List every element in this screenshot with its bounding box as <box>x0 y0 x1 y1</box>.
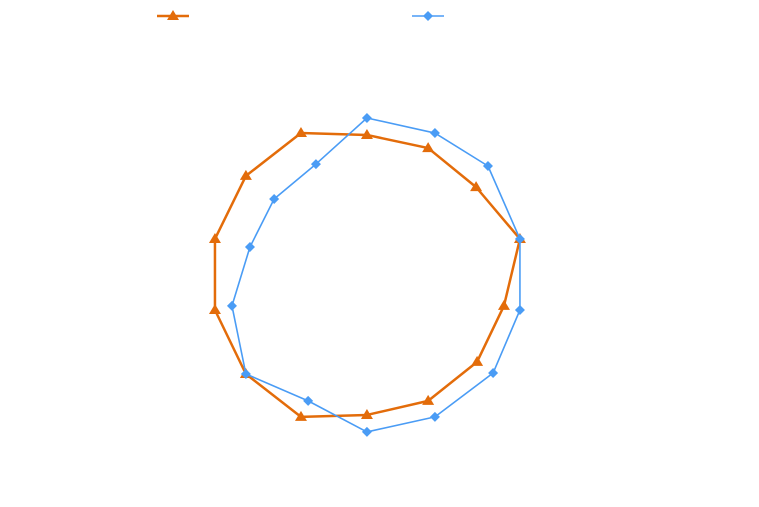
legend-item-0 <box>157 10 189 20</box>
series-line-0 <box>213 131 522 419</box>
series-1 <box>226 113 525 437</box>
data-point-1-7 <box>361 426 372 437</box>
data-point-0-10 <box>208 304 221 314</box>
data-point-1-6 <box>429 411 440 422</box>
data-point-0-4 <box>497 299 510 310</box>
data-point-1-0 <box>361 113 372 123</box>
legend-marker-1 <box>423 11 433 21</box>
data-point-1-5 <box>488 368 499 379</box>
data-point-0-11 <box>208 232 221 243</box>
legend <box>157 10 444 21</box>
data-point-0-8 <box>294 410 307 421</box>
data-point-1-9 <box>240 369 251 379</box>
data-point-1-11 <box>244 241 255 252</box>
series-0 <box>208 127 526 421</box>
data-point-0-6 <box>422 394 435 405</box>
data-point-1-2 <box>482 161 493 171</box>
data-point-0-0 <box>360 128 373 139</box>
data-point-1-4 <box>514 305 525 315</box>
data-point-1-12 <box>269 193 280 204</box>
data-point-1-10 <box>226 300 237 311</box>
data-point-0-1 <box>422 142 435 153</box>
data-point-0-12 <box>239 169 252 180</box>
data-point-1-3 <box>514 233 525 244</box>
data-point-0-5 <box>471 355 484 366</box>
plot-area <box>208 113 526 437</box>
data-point-1-8 <box>303 395 314 406</box>
data-point-0-7 <box>360 408 373 419</box>
data-point-0-13 <box>294 127 307 138</box>
legend-item-1 <box>412 11 444 21</box>
data-point-1-13 <box>310 159 321 170</box>
series-line-1 <box>231 117 521 433</box>
legend-marker-0 <box>167 10 179 20</box>
data-point-0-2 <box>470 181 483 192</box>
data-point-1-1 <box>429 128 440 139</box>
